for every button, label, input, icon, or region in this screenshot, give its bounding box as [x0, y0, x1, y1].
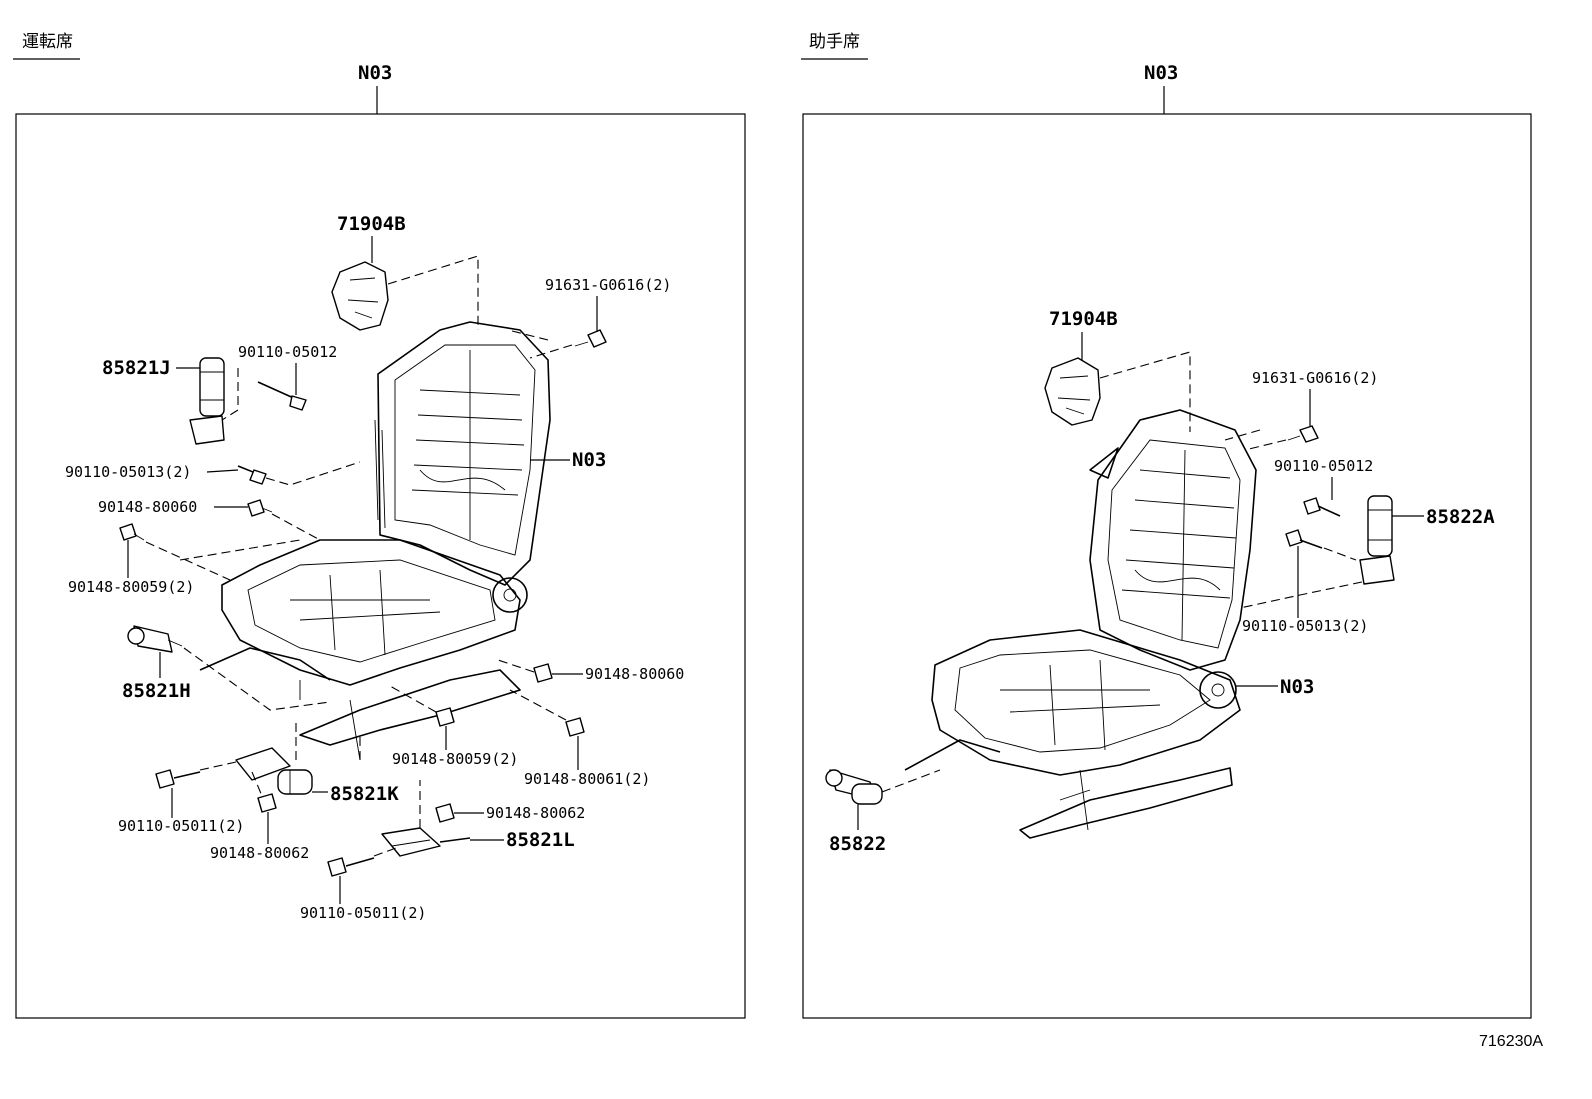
callout-N03-seat: N03	[1280, 676, 1314, 698]
bolt-90110-05013-drawing	[237, 465, 267, 485]
bolt-90148-80062-b-drawing	[435, 803, 455, 823]
motor-85821J-drawing	[189, 357, 225, 445]
callout-90148-80061: 90148-80061(2)	[524, 770, 650, 788]
part-71904B-drawing	[1044, 357, 1101, 426]
bolt-90110-05011-a-drawing	[155, 769, 201, 789]
driver-seat-panel: 運転席 N03 71904B	[13, 32, 746, 1019]
callout-90110-05011-a: 90110-05011(2)	[118, 817, 244, 835]
callout-91631-G0616: 91631-G0616(2)	[1252, 369, 1378, 387]
callout-90110-05013: 90110-05013(2)	[65, 463, 191, 481]
bolt-90110-05012-drawing	[1303, 497, 1341, 517]
callout-90110-05012: 90110-05012	[238, 343, 337, 361]
dashed-guide	[1224, 429, 1287, 451]
dashed-guide	[1099, 351, 1191, 432]
callout-90148-80060-b: 90148-80060	[585, 665, 684, 683]
callout-71904B: 71904B	[337, 213, 406, 235]
dashed-guide	[221, 368, 239, 421]
bolt-90110-05013-drawing	[1285, 529, 1323, 549]
callout-90110-05012: 90110-05012	[1274, 457, 1373, 475]
bolt-91631-drawing	[1287, 425, 1319, 443]
driver-seat-frame	[15, 113, 746, 1019]
passenger-seat-assembly-drawing	[904, 409, 1257, 839]
bolt-90110-05012-drawing	[257, 381, 307, 411]
dashed-guide	[251, 771, 263, 797]
motor-85821K-drawing	[235, 747, 313, 795]
callout-90148-80060-a: 90148-80060	[98, 498, 197, 516]
callout-90148-80059-a: 90148-80059(2)	[68, 578, 194, 596]
motor-85822A-drawing	[1359, 495, 1395, 585]
callout-90148-80062-a: 90148-80062	[210, 844, 309, 862]
assembly-code-top: N03	[1144, 62, 1178, 84]
driver-seat-assembly-drawing	[199, 321, 551, 761]
dashed-guide	[389, 685, 437, 713]
callout-85822: 85822	[829, 833, 886, 855]
bolt-90148-80061-drawing	[565, 717, 585, 737]
callout-N03-backrest: N03	[572, 449, 606, 471]
dashed-guide	[271, 513, 321, 541]
callout-90110-05011-b: 90110-05011(2)	[300, 904, 426, 922]
motor-85821L-drawing	[381, 827, 471, 857]
dashed-guide	[145, 539, 301, 581]
dashed-guide	[183, 647, 331, 711]
bolt-91631-drawing	[574, 329, 607, 348]
callout-91631-G0616: 91631-G0616(2)	[545, 276, 671, 294]
bolt-90148-80060-a-drawing	[247, 499, 273, 517]
bolt-90110-05011-b-drawing	[327, 857, 375, 877]
passenger-seat-frame	[802, 113, 1532, 1019]
callout-90110-05013: 90110-05013(2)	[1242, 617, 1368, 635]
callout-85822A: 85822A	[1426, 506, 1495, 528]
passenger-seat-header: 助手席	[809, 32, 860, 52]
callout-85821J: 85821J	[102, 357, 171, 379]
callout-85821H: 85821H	[122, 680, 191, 702]
passenger-seat-panel: 助手席 N03 71904B	[801, 32, 1532, 1019]
callout-90148-80062-b: 90148-80062	[486, 804, 585, 822]
motor-85822-drawing	[825, 769, 883, 805]
dashed-guide	[881, 769, 941, 793]
dashed-guide	[199, 761, 237, 771]
callout-90148-80059-b: 90148-80059(2)	[392, 750, 518, 768]
bolt-90148-80059-b-drawing	[435, 707, 455, 727]
dashed-guide	[507, 329, 573, 359]
callout-85821K: 85821K	[330, 783, 399, 805]
dashed-guide	[1239, 547, 1363, 609]
diagram-reference-code: 716230A	[1479, 1033, 1543, 1050]
callout-71904B: 71904B	[1049, 308, 1118, 330]
driver-seat-header: 運転席	[22, 32, 73, 52]
bolt-90148-80059-a-drawing	[119, 523, 145, 541]
dashed-guide	[359, 735, 421, 828]
dashed-guide	[497, 659, 535, 673]
assembly-code-top: N03	[358, 62, 392, 84]
part-71904B-drawing	[331, 261, 389, 331]
dashed-guide	[387, 255, 479, 330]
dashed-guide	[509, 689, 567, 721]
motor-85821H-drawing	[127, 625, 183, 653]
callout-85821L: 85821L	[506, 829, 575, 851]
dashed-guide	[265, 461, 361, 486]
bolt-90148-80062-a-drawing	[257, 793, 277, 813]
leader-line	[206, 469, 239, 473]
dashed-guide	[373, 847, 397, 857]
bolt-90148-80060-b-drawing	[533, 663, 553, 683]
